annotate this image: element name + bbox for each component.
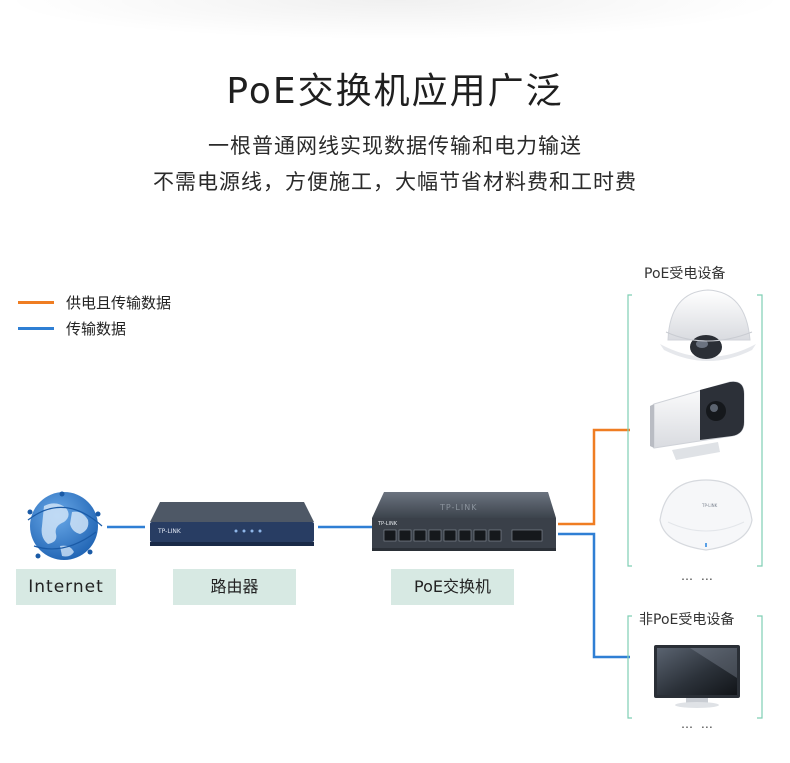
switch-port — [488, 529, 502, 542]
dome-camera-icon — [660, 289, 756, 361]
access-point-brand: TP-LINK — [701, 503, 718, 508]
router-icon: TP-LINK — [150, 502, 314, 546]
switch-label: PoE交换机 — [391, 569, 514, 605]
switch-port — [473, 529, 487, 542]
page-title: PoE交换机应用广泛 — [226, 71, 564, 112]
switch-port — [398, 529, 412, 542]
legend-swatch-power — [18, 301, 54, 304]
poe-devices-title: PoE受电设备 — [644, 266, 726, 282]
switch-uplink-port — [511, 529, 543, 542]
monitor-icon — [654, 645, 740, 708]
switch-front-brand: TP-LINK — [377, 521, 398, 527]
legend-label-power: 供电且传输数据 — [66, 294, 172, 312]
subtitle-line-1: 一根普通网线实现数据传输和电力输送 — [208, 134, 582, 158]
line-switch-poe — [558, 428, 630, 526]
legend-item-data: 传输数据 — [18, 318, 126, 339]
bullet-camera-icon — [650, 381, 745, 460]
internet-label: Internet — [16, 569, 116, 605]
legend-label-data: 传输数据 — [66, 320, 127, 338]
legend-item-power: 供电且传输数据 — [18, 292, 171, 313]
poe-devices-more: … … — [681, 569, 715, 583]
poe-group-bracket — [627, 294, 763, 567]
switch-port — [428, 529, 442, 542]
subtitle-line-2: 不需电源线，方便施工，大幅节省材料费和工时费 — [153, 170, 637, 194]
switch-port — [443, 529, 457, 542]
router-label: 路由器 — [173, 569, 296, 605]
switch-ports — [383, 529, 543, 542]
switch-port — [413, 529, 427, 542]
legend-swatch-data — [18, 327, 54, 330]
access-point-icon: TP-LINK — [659, 479, 753, 551]
nonpoe-devices-more: … … — [681, 717, 715, 731]
switch-icon: TP-LINK TP-LINK — [372, 492, 556, 551]
line-switch-nonpoe — [558, 532, 630, 659]
connection-lines — [107, 428, 630, 659]
globe-icon — [27, 491, 103, 560]
top-shade — [0, 0, 790, 40]
switch-port — [383, 529, 397, 542]
nonpoe-devices-title: 非PoE受电设备 — [639, 612, 735, 628]
switch-port — [458, 529, 472, 542]
nonpoe-group-bracket — [627, 615, 763, 719]
switch-lid-brand: TP-LINK — [439, 503, 477, 512]
router-brand: TP-LINK — [157, 528, 182, 535]
